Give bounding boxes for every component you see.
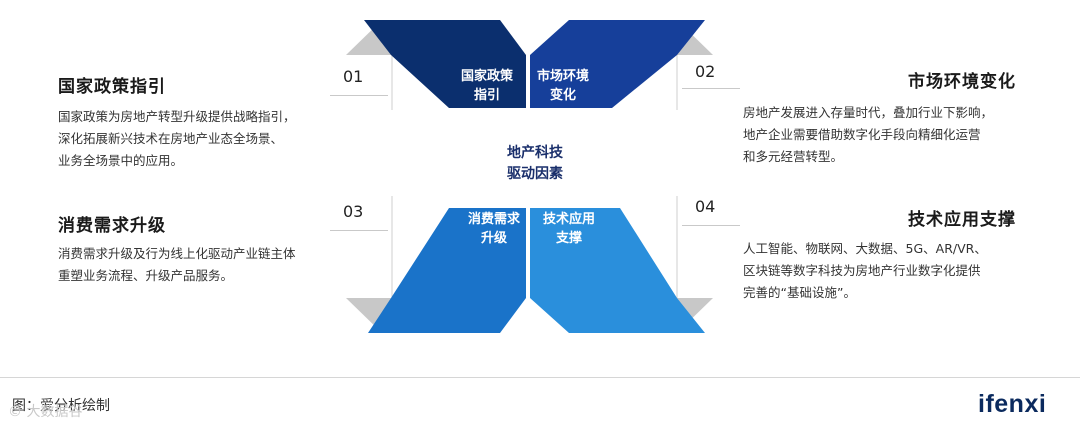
factor-01-desc-line1: 国家政策为房地产转型升级提供战略指引，	[58, 109, 296, 124]
arrow-market-label-line1: 市场环境	[536, 69, 589, 84]
center-label-line2: 驱动因素	[507, 166, 563, 182]
center-label: 地产科技 驱动因素	[490, 143, 580, 185]
factor-03-desc-line1: 消费需求升级及行为线上化驱动产业链主体	[58, 246, 296, 261]
factor-02-desc: 房地产发展进入存量时代，叠加行业下影响， 地产企业需要借助数字化手段向精细化运营…	[743, 102, 1043, 168]
factor-02-desc-line2: 地产企业需要借助数字化手段向精细化运营	[743, 127, 981, 142]
factor-01-desc-line3: 业务全场景中的应用。	[58, 153, 184, 168]
factor-04-title: 技术应用支撑	[908, 210, 1016, 230]
source-caption: 图：爱分析绘制	[12, 398, 110, 414]
factor-02-number-line	[682, 88, 740, 89]
factor-03-desc-line2: 重塑业务流程、升级产品服务。	[58, 268, 234, 283]
factor-02-desc-line3: 和多元经营转型。	[743, 149, 844, 164]
factor-02-desc-line1: 房地产发展进入存量时代，叠加行业下影响，	[743, 105, 994, 120]
center-label-line1: 地产科技	[507, 145, 563, 161]
factor-01-desc: 国家政策为房地产转型升级提供战略指引， 深化拓展新兴技术在房地产业态全场景、 业…	[58, 106, 348, 172]
factor-01-number-line	[330, 95, 388, 96]
factor-03-number-line	[330, 230, 388, 231]
arrow-policy-label: 国家政策 指引	[452, 67, 522, 105]
factor-03-title: 消费需求升级	[58, 216, 166, 236]
factor-03-desc: 消费需求升级及行为线上化驱动产业链主体 重塑业务流程、升级产品服务。	[58, 243, 348, 287]
arrow-market-label-line2: 变化	[549, 88, 576, 103]
factor-03-number: 03	[343, 202, 364, 221]
factor-01-number: 01	[343, 67, 364, 86]
arrow-consumer	[368, 208, 526, 333]
factor-02-title: 市场环境变化	[908, 72, 1016, 92]
arrow-policy-label-line1: 国家政策	[460, 69, 513, 84]
arrow-consumer-label-line1: 消费需求	[467, 212, 520, 227]
arrow-technology-label-line1: 技术应用	[542, 212, 595, 227]
factor-01-title: 国家政策指引	[58, 77, 166, 97]
factor-02-number: 02	[695, 62, 716, 81]
factor-04-number-line	[682, 225, 740, 226]
arrow-policy-label-line2: 指引	[473, 88, 500, 103]
factor-04-number: 04	[695, 197, 716, 216]
factor-01-desc-line2: 深化拓展新兴技术在房地产业态全场景、	[58, 131, 284, 146]
factor-04-desc: 人工智能、物联网、大数据、5G、AR/VR、 区块链等数字科技为房地产行业数字化…	[743, 238, 1043, 304]
arrow-technology	[530, 208, 705, 333]
arrow-technology-label-line2: 支撑	[555, 231, 582, 246]
footer-divider	[0, 377, 1080, 378]
arrow-consumer-label-line2: 升级	[480, 231, 507, 246]
arrow-consumer-label: 消费需求 升级	[459, 210, 529, 248]
watermark: © 大数据谷	[8, 404, 83, 420]
arrow-market	[530, 20, 705, 108]
arrow-market-label: 市场环境 变化	[528, 67, 598, 105]
arrow-policy	[364, 20, 526, 108]
factor-04-desc-line1: 人工智能、物联网、大数据、5G、AR/VR、	[743, 241, 987, 256]
factor-04-desc-line3: 完善的“基础设施”。	[743, 285, 856, 300]
factor-04-desc-line2: 区块链等数字科技为房地产行业数字化提供	[743, 263, 981, 278]
arrow-technology-label: 技术应用 支撑	[533, 210, 605, 248]
brand-logo: ifenxi	[978, 390, 1047, 418]
